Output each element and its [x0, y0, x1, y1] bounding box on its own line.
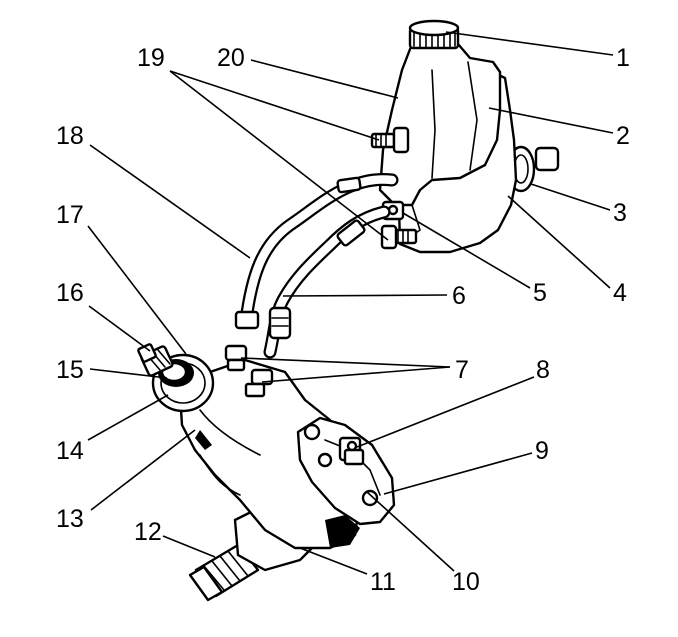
callout-12: 12 — [134, 518, 162, 546]
power-steering-pump — [370, 19, 560, 254]
callout-14: 14 — [56, 437, 84, 465]
lash-adjuster — [338, 436, 365, 466]
callout-3: 3 — [613, 199, 627, 227]
callout-2: 2 — [616, 122, 630, 150]
leader-17 — [87, 225, 187, 355]
leader-18 — [89, 144, 251, 259]
leader-4 — [507, 195, 611, 289]
callout-6: 6 — [452, 282, 466, 310]
leader-19b — [169, 70, 389, 241]
stub-shaft — [137, 343, 174, 377]
reservoir-cap — [408, 19, 460, 50]
leader-9 — [383, 452, 533, 495]
leader-7b — [261, 366, 451, 383]
leader-8 — [356, 376, 535, 448]
callout-11: 11 — [370, 568, 396, 596]
leader-3 — [530, 183, 611, 211]
return-hose — [234, 172, 399, 330]
callout-19: 19 — [137, 44, 165, 72]
leader-15 — [89, 368, 168, 379]
pump-mounting-bolt-lower — [380, 224, 418, 250]
callout-15: 15 — [56, 356, 84, 384]
callout-13: 13 — [56, 505, 84, 533]
callout-8: 8 — [536, 356, 550, 384]
callout-labels: 1 2 3 4 5 6 7 8 9 10 11 12 13 14 15 16 1… — [56, 44, 630, 596]
leader-14 — [87, 394, 169, 441]
gear-fitting-return — [224, 344, 248, 372]
leader-2 — [488, 107, 614, 134]
leader-7a — [240, 357, 451, 368]
leader-19a — [169, 70, 380, 141]
callout-18: 18 — [56, 122, 84, 150]
pressure-hose — [263, 205, 391, 359]
leader-11 — [299, 547, 368, 575]
steering-gear — [137, 343, 396, 602]
callout-16: 16 — [56, 279, 84, 307]
side-cover-bolt-2 — [317, 452, 333, 468]
callout-7: 7 — [455, 356, 469, 384]
leader-12 — [162, 535, 216, 558]
leader-1 — [445, 31, 614, 56]
leader-16 — [88, 305, 151, 352]
leader-13 — [90, 429, 196, 511]
gear-fitting-pressure — [244, 368, 274, 398]
callout-5: 5 — [533, 279, 547, 307]
leader-5 — [402, 212, 531, 289]
leader-6 — [282, 294, 448, 297]
callout-20: 20 — [217, 44, 245, 72]
callout-10: 10 — [452, 568, 480, 596]
callout-9: 9 — [535, 437, 549, 465]
side-cover-bolt-3 — [361, 489, 379, 507]
callout-1: 1 — [616, 44, 630, 72]
leader-lines — [87, 31, 614, 575]
leader-10 — [366, 491, 455, 572]
leader-20 — [250, 59, 399, 99]
pump-mounting-bolt-upper — [370, 126, 410, 154]
callout-17: 17 — [56, 201, 84, 229]
side-cover-bolt-1 — [303, 423, 321, 441]
callout-4: 4 — [613, 279, 627, 307]
